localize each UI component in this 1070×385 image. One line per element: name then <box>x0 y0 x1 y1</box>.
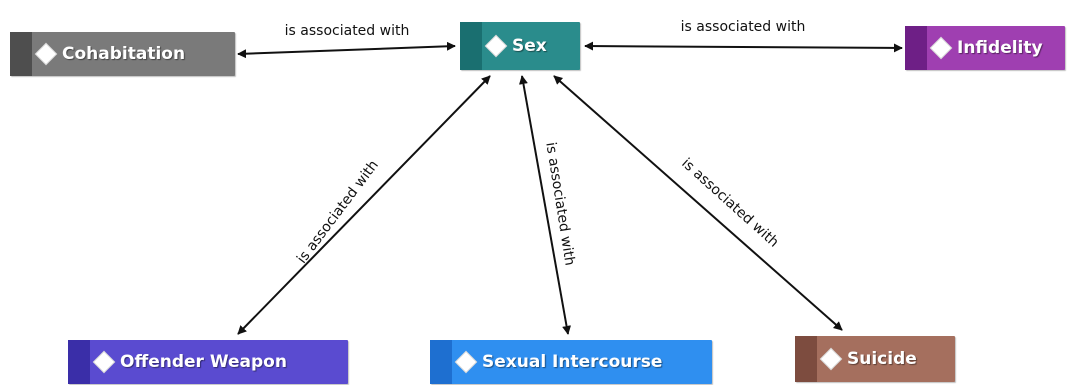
node-label: Sex <box>512 36 547 56</box>
edge-label-cohabitation: is associated with <box>285 23 410 39</box>
edge-arrow-offender-weapon <box>237 75 491 335</box>
node-stripe <box>460 22 482 70</box>
edge-arrow-suicide <box>553 75 843 331</box>
node-sexual-intercourse[interactable]: Sexual Intercourse <box>430 340 712 384</box>
edge-arrow-cohabitation <box>237 41 456 59</box>
diamond-icon <box>454 350 478 374</box>
node-label: Suicide <box>847 349 917 369</box>
node-cohabitation[interactable]: Cohabitation <box>10 32 235 76</box>
edge-label-infidelity: is associated with <box>681 19 806 35</box>
node-stripe <box>430 340 452 384</box>
node-stripe <box>905 26 927 70</box>
diamond-icon <box>929 36 953 60</box>
node-label: Infidelity <box>957 38 1043 58</box>
node-stripe <box>795 336 817 382</box>
diamond-icon <box>92 350 116 374</box>
node-label: Cohabitation <box>62 44 186 64</box>
edge-label-offender-weapon: is associated with <box>294 157 382 266</box>
diamond-icon <box>484 34 508 58</box>
diamond-icon <box>34 42 58 66</box>
node-offender-weapon[interactable]: Offender Weapon <box>68 340 348 384</box>
edge-arrow-infidelity <box>584 41 903 53</box>
edge-label-suicide: is associated with <box>678 155 781 250</box>
node-infidelity[interactable]: Infidelity <box>905 26 1065 70</box>
node-stripe <box>10 32 32 76</box>
diamond-icon <box>819 347 843 371</box>
node-suicide[interactable]: Suicide <box>795 336 955 382</box>
node-label: Sexual Intercourse <box>482 352 663 372</box>
node-sex[interactable]: Sex <box>460 22 580 70</box>
node-stripe <box>68 340 90 384</box>
node-label: Offender Weapon <box>120 352 287 372</box>
edge-label-sexual-intercourse: is associated with <box>542 141 577 267</box>
